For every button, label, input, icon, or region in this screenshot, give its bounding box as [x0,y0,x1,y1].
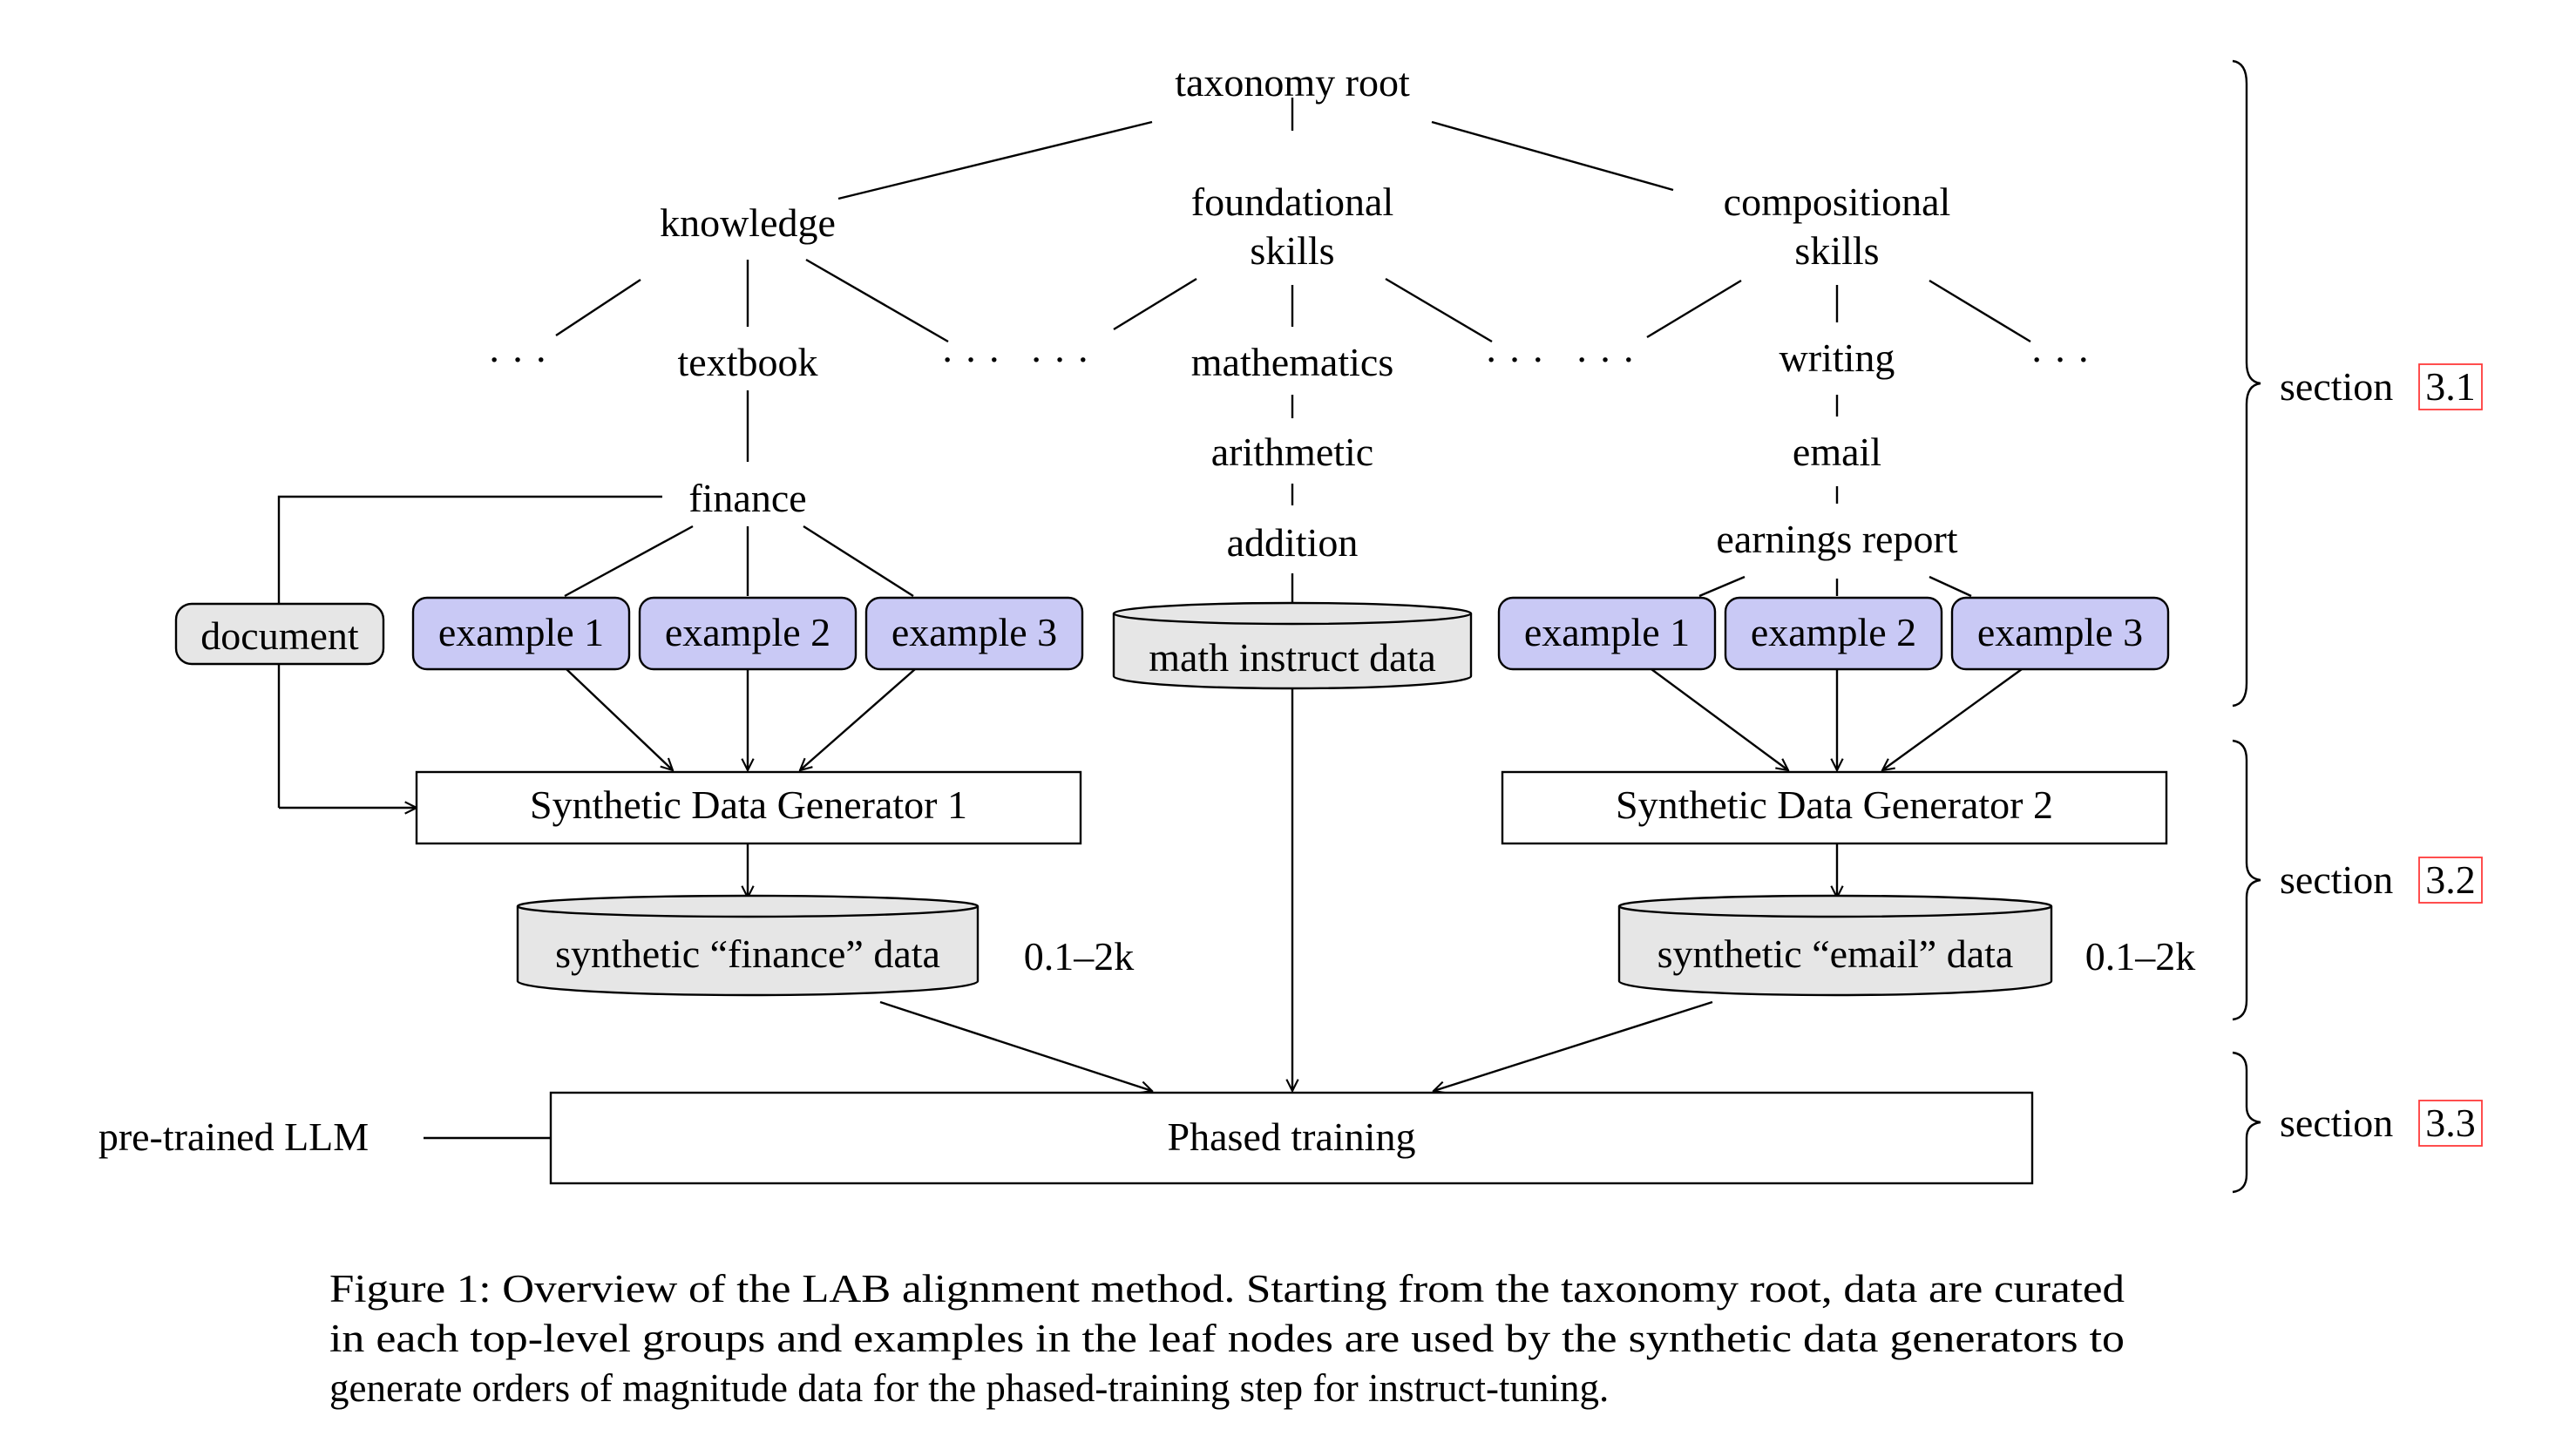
document-label: document [200,613,359,658]
finance-example-2-label: example 2 [665,610,830,654]
ellipsis-knowledge-left: · · · [488,337,548,382]
phased-training-box: Phased training [549,1091,2034,1185]
section-3-3-link-box[interactable] [2418,1100,2483,1147]
caption-line-3: generate orders of magnitude data for th… [329,1366,1609,1410]
section-3-3-brace [2232,1051,2261,1194]
synthetic-email-data-cylinder: synthetic “email” data [1617,894,2053,997]
finance-example-2-box [638,596,858,671]
email-example-3-box [1950,596,2170,671]
synthetic-email-data-label: synthetic “email” data [1657,931,2014,976]
taxonomy-root-node: taxonomy root [1175,60,1410,105]
section-3-3-link[interactable]: 3.3 [2425,1101,2476,1145]
section-3-3-prefix: section [2280,1101,2393,1145]
email-example-2-box [1724,596,1943,671]
math-instruct-data-cylinder: math instruct data [1112,601,1473,690]
caption-line-2: in each top-level groups and examples in… [329,1317,2125,1360]
phased-training-label: Phased training [1168,1114,1416,1159]
finance-example-1-box [411,596,631,671]
email-example-3-label: example 3 [1977,610,2143,654]
section-3-1-prefix: section [2280,364,2393,409]
section-3-1-link-box[interactable] [2418,363,2483,410]
email-example-1-box [1497,596,1717,671]
finance-node: finance [688,476,806,520]
synthetic-data-generator-1: Synthetic Data Generator 1 [415,770,1082,845]
email-example-2-label: example 2 [1751,610,1916,654]
section-3-2-prefix: section [2280,857,2393,902]
section-3-2-link-box[interactable] [2418,857,2483,904]
ellipsis-foundational-left: · · · [1030,337,1090,382]
email-node: email [1793,430,1881,474]
finance-data-size: 0.1–2k [1024,934,1135,979]
section-braces [2232,59,2261,1194]
textbook-node: textbook [678,340,818,384]
email-example-1-label: example 1 [1524,610,1690,654]
finance-example-1-label: example 1 [438,610,604,654]
section-3-2-link[interactable]: 3.2 [2425,857,2476,902]
compositional-skills-node-line2: skills [1794,228,1879,273]
section-3-1-link[interactable]: 3.1 [2425,364,2476,409]
pretrained-llm-label: pre-trained LLM [98,1114,369,1159]
ellipsis-compositional-left: · · · [1576,337,1636,382]
generator-1-label: Synthetic Data Generator 1 [530,782,967,827]
flow-arrows [424,668,2023,1140]
section-3-2-brace [2232,739,2261,1021]
knowledge-node: knowledge [660,200,836,245]
finance-examples: example 1 example 2 example 3 [411,596,1084,671]
synthetic-finance-data-label: synthetic “finance” data [555,931,940,976]
finance-example-3-box [864,596,1084,671]
mathematics-node: mathematics [1191,340,1393,384]
compositional-skills-node-line1: compositional [1724,180,1951,224]
tree-edges [277,98,2031,808]
writing-node: writing [1779,335,1895,380]
section-3-1-brace [2232,59,2261,708]
synthetic-finance-data-cylinder: synthetic “finance” data [516,894,980,997]
foundational-skills-node-line2: skills [1250,228,1334,273]
foundational-skills-node-line1: foundational [1191,180,1394,224]
figure-caption: Figure 1: Overview of the LAB alignment … [329,1267,2125,1410]
document-box: document [174,602,385,666]
email-data-size: 0.1–2k [2085,934,2196,979]
finance-example-3-label: example 3 [891,610,1057,654]
ellipsis-foundational-right: · · · [1485,337,1545,382]
ellipsis-knowledge-right: · · · [941,337,1001,382]
earnings-report-node: earnings report [1716,517,1957,561]
arithmetic-node: arithmetic [1211,430,1373,474]
addition-node: addition [1227,520,1359,565]
math-instruct-data-label: math instruct data [1149,635,1436,680]
ellipsis-compositional-right: · · · [2030,337,2091,382]
caption-line-1: Figure 1: Overview of the LAB alignment … [329,1267,2125,1311]
synthetic-data-generator-2: Synthetic Data Generator 2 [1501,770,2168,845]
generator-2-label: Synthetic Data Generator 2 [1616,782,2053,827]
email-examples: example 1 example 2 example 3 [1497,596,2170,671]
